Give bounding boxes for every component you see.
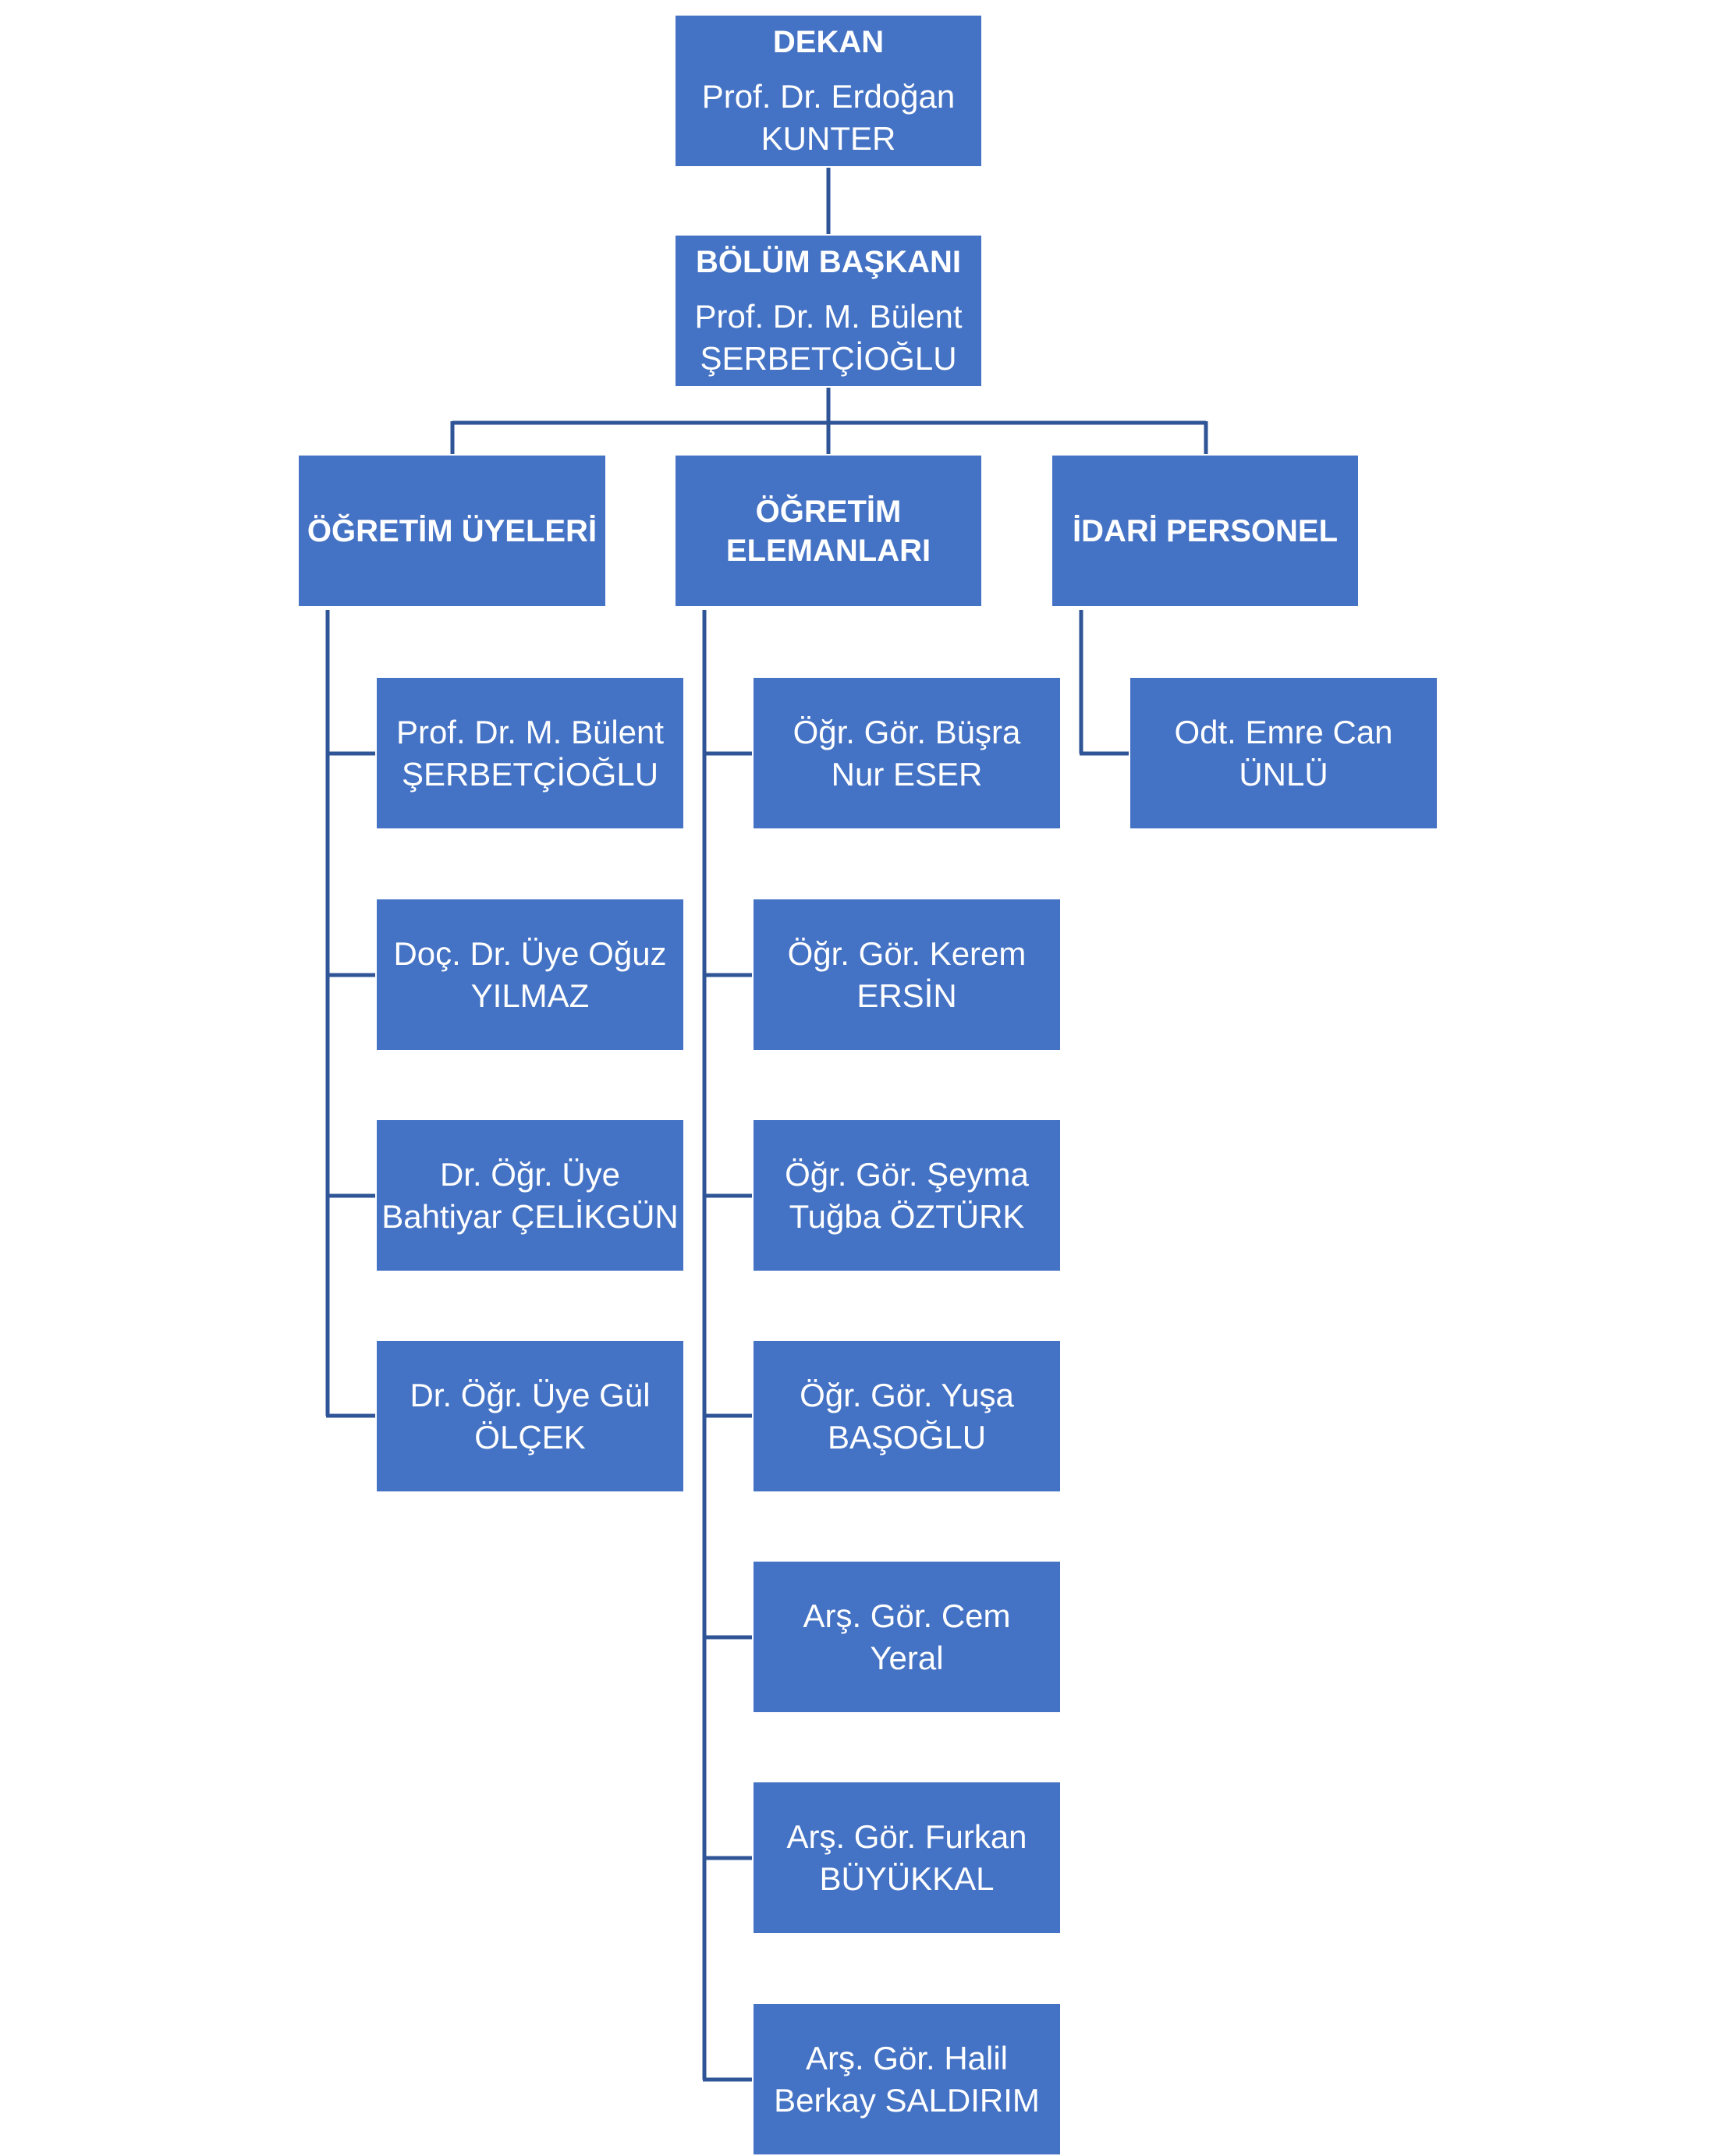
group-title: İDARİ PERSONEL — [1072, 513, 1339, 548]
group-box-faculty-members: ÖĞRETİM ÜYELERİ — [297, 454, 607, 608]
member-name: Öğr. Gör. Kerem ERSİN — [787, 934, 1027, 1014]
member-box: Arş. Gör. Halil Berkay SALDIRIM — [752, 2002, 1062, 2156]
member-box: Arş. Gör. Cem Yeral — [752, 1560, 1062, 1714]
member-box: Doç. Dr. Üye Oğuz YILMAZ — [375, 898, 685, 1051]
department-head-title: BÖLÜM BAŞKANI — [696, 244, 961, 279]
member-name: Dr. Öğr. Üye Gül ÖLÇEK — [410, 1376, 651, 1456]
dean-name: Prof. Dr. Erdoğan KUNTER — [701, 77, 956, 157]
dean-title: DEKAN — [772, 24, 885, 59]
dean-box: DEKAN Prof. Dr. Erdoğan KUNTER — [674, 14, 983, 168]
member-name: Öğr. Gör. Yuşa BAŞOĞLU — [800, 1376, 1014, 1456]
member-name: Arş. Gör. Furkan BÜYÜKKAL — [786, 1817, 1027, 1897]
member-name: Dr. Öğr. Üye Bahtiyar ÇELİKGÜN — [381, 1155, 679, 1235]
member-box: Dr. Öğr. Üye Gül ÖLÇEK — [375, 1339, 685, 1493]
member-name: Arş. Gör. Cem Yeral — [803, 1597, 1011, 1676]
member-box: Öğr. Gör. Şeyma Tuğba ÖZTÜRK — [752, 1119, 1062, 1272]
group-title: ÖĞRETİM ELEMANLARI — [725, 494, 931, 568]
group-title: ÖĞRETİM ÜYELERİ — [307, 513, 598, 548]
member-box: Arş. Gör. Furkan BÜYÜKKAL — [752, 1781, 1062, 1934]
member-name: Öğr. Gör. Büşra Nur ESER — [793, 713, 1021, 793]
group-box-administrative-staff: İDARİ PERSONEL — [1051, 454, 1360, 608]
member-box: Öğr. Gör. Kerem ERSİN — [752, 898, 1062, 1051]
member-name: Doç. Dr. Üye Oğuz YILMAZ — [393, 934, 667, 1014]
group-box-teaching-staff: ÖĞRETİM ELEMANLARI — [674, 454, 983, 608]
member-box: Dr. Öğr. Üye Bahtiyar ÇELİKGÜN — [375, 1119, 685, 1272]
member-name: Öğr. Gör. Şeyma Tuğba ÖZTÜRK — [785, 1155, 1029, 1235]
department-head-name: Prof. Dr. M. Bülent ŞERBETÇİOĞLU — [694, 297, 963, 377]
member-box: Öğr. Gör. Büşra Nur ESER — [752, 676, 1062, 830]
member-name: Odt. Emre Can ÜNLÜ — [1174, 713, 1393, 793]
member-box: Öğr. Gör. Yuşa BAŞOĞLU — [752, 1339, 1062, 1493]
member-name: Arş. Gör. Halil Berkay SALDIRIM — [774, 2039, 1040, 2119]
member-box: Odt. Emre Can ÜNLÜ — [1129, 676, 1438, 830]
member-name: Prof. Dr. M. Bülent ŞERBETÇİOĞLU — [395, 713, 665, 793]
department-head-box: BÖLÜM BAŞKANI Prof. Dr. M. Bülent ŞERBET… — [674, 234, 983, 388]
member-box: Prof. Dr. M. Bülent ŞERBETÇİOĞLU — [375, 676, 685, 830]
